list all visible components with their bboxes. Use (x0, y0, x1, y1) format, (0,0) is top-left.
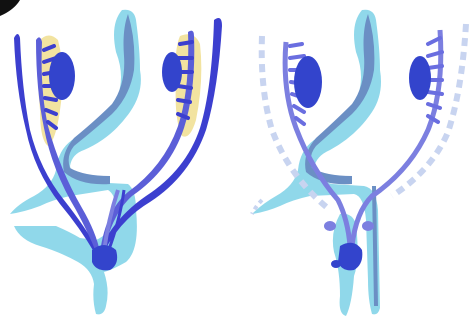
right-panel (252, 10, 466, 316)
left-bud (324, 221, 336, 231)
right-urogenital-sinus (338, 243, 362, 271)
right-panel-left-gonad (294, 56, 322, 108)
left-panel (10, 10, 222, 315)
right-urogenital-tract (252, 10, 381, 315)
corner-fragment (0, 0, 20, 16)
right-panel-right-gonad (409, 56, 431, 100)
right-gonad (162, 52, 182, 92)
left-gonad (49, 52, 75, 100)
sinus-nub (331, 260, 341, 268)
right-bud (362, 221, 374, 231)
left-urogenital-tract (10, 10, 141, 315)
left-urogenital-sinus (92, 245, 117, 270)
